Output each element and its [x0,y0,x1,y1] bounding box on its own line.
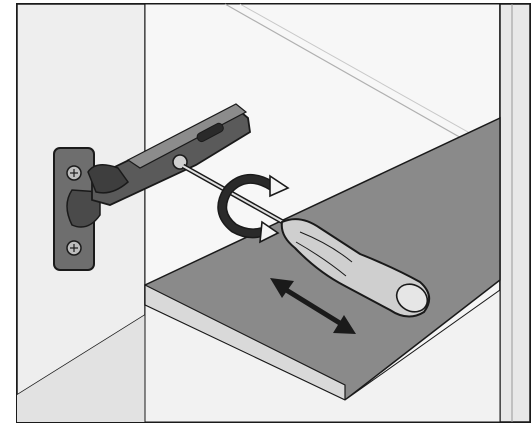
reflection-line-2 [239,3,501,151]
handle-end [395,283,429,313]
right-post [499,3,531,423]
left-panel-floor [17,315,145,422]
reflection-line-1 [224,3,501,161]
hinge-knuckle [87,164,130,194]
hinge-icon [53,103,251,271]
screwdriver-icon [181,163,431,318]
hinge-slot [196,122,224,143]
screwdriver-handle [280,218,431,318]
rotate-arrow-icon [217,174,290,244]
hinge-arm-top [126,103,248,169]
double-arrow-icon [270,278,356,334]
shelf-lower-face [144,289,501,423]
